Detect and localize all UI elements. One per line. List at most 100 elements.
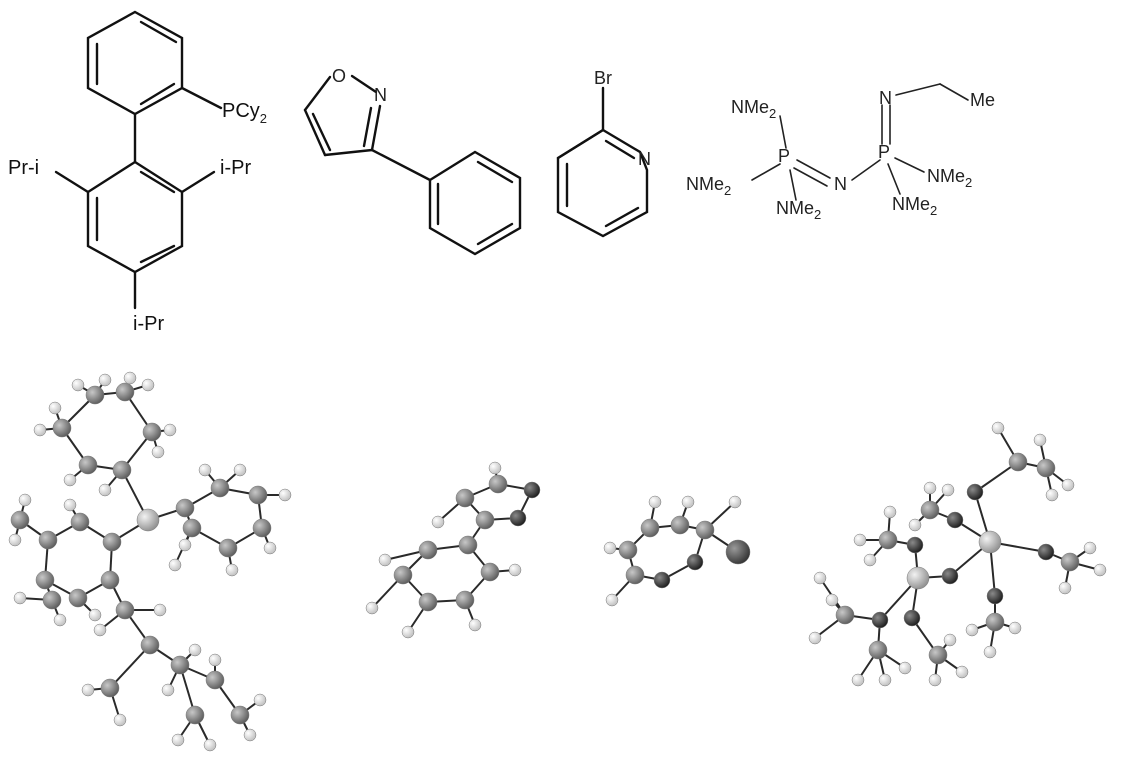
model-atom: [488, 474, 508, 494]
xphos-3d-model: [8, 371, 292, 752]
model-atom: [986, 587, 1004, 605]
phosphorus-left-label: P: [778, 146, 790, 166]
model-atom: [1093, 563, 1107, 577]
ipr-left-label: Pr-i: [8, 157, 39, 179]
pyridine-n-label: N: [638, 149, 651, 169]
model-atom: [1060, 552, 1080, 572]
model-atom: [883, 505, 897, 519]
model-atom: [488, 461, 502, 475]
bromine-label: Br: [594, 68, 612, 88]
model-atom: [142, 422, 162, 442]
nme2-bottom-right-label: NMe2: [892, 194, 937, 218]
nme2-left-label: NMe2: [686, 174, 731, 198]
model-atom: [871, 611, 889, 629]
model-atom: [853, 533, 867, 547]
model-atom: [878, 673, 892, 687]
model-atom: [728, 495, 742, 509]
model-atom: [1008, 621, 1022, 635]
model-atom: [985, 612, 1005, 632]
model-atom: [928, 673, 942, 687]
model-atom: [509, 509, 527, 527]
model-atom: [70, 512, 90, 532]
model-atom: [1045, 488, 1059, 502]
model-atom: [140, 635, 160, 655]
model-atom: [431, 515, 445, 529]
model-atom: [605, 593, 619, 607]
model-atom: [98, 373, 112, 387]
pcy2-label: PCy2: [222, 100, 267, 126]
model-atom: [263, 541, 277, 555]
model-atom: [868, 640, 888, 660]
model-atom: [983, 645, 997, 659]
model-atom: [640, 518, 660, 538]
model-atom: [648, 495, 662, 509]
model-atom: [458, 535, 478, 555]
model-atom: [53, 613, 67, 627]
ipr-bottom-label: i-Pr: [133, 313, 164, 335]
model-atom: [52, 418, 72, 438]
model-atom: [1008, 452, 1028, 472]
model-atom: [681, 495, 695, 509]
model-atom: [68, 588, 88, 608]
model-atom: [1083, 541, 1097, 555]
model-atom: [88, 608, 102, 622]
phosphazene-structure: NMe2 NMe2 NMe2 NMe2 NMe2 P P N N Me: [686, 83, 995, 222]
phenylisoxazole-3d-model: [365, 461, 541, 639]
model-atom: [243, 728, 257, 742]
model-atom: [225, 563, 239, 577]
model-atom: [653, 571, 671, 589]
model-atom: [418, 592, 438, 612]
phosphorus-right-label: P: [878, 142, 890, 162]
model-atom: [178, 538, 192, 552]
model-atom: [10, 510, 30, 530]
model-atom: [85, 385, 105, 405]
model-atom: [100, 678, 120, 698]
model-atom: [903, 609, 921, 627]
model-atom: [686, 553, 704, 571]
model-atom: [418, 540, 438, 560]
model-atom: [928, 645, 948, 665]
model-atom: [941, 567, 959, 585]
model-atom: [1033, 433, 1047, 447]
model-atom: [378, 553, 392, 567]
model-atom: [170, 655, 190, 675]
model-atom: [208, 653, 222, 667]
model-atom: [480, 562, 500, 582]
model-atom: [163, 423, 177, 437]
model-atom: [966, 483, 984, 501]
model-atom: [253, 693, 267, 707]
ball-and-stick-models: [8, 371, 1107, 752]
model-atom: [48, 401, 62, 415]
model-atom: [1061, 478, 1075, 492]
model-atom: [8, 533, 22, 547]
model-atom: [475, 510, 495, 530]
model-atom: [468, 618, 482, 632]
model-atom: [188, 643, 202, 657]
isoxazole-n-label: N: [374, 85, 387, 105]
model-atom: [136, 508, 160, 532]
model-atom: [141, 378, 155, 392]
model-atom: [603, 541, 617, 555]
model-atom: [63, 498, 77, 512]
model-atom: [205, 670, 225, 690]
model-atom: [1037, 543, 1055, 561]
model-atom: [523, 481, 541, 499]
model-atom: [171, 733, 185, 747]
model-atom: [218, 538, 238, 558]
model-atom: [920, 500, 940, 520]
model-atom: [153, 603, 167, 617]
nme2-top-label: NMe2: [731, 97, 776, 121]
model-atom: [941, 483, 955, 497]
nme2-right-label: NMe2: [927, 166, 972, 190]
model-atom: [185, 705, 205, 725]
model-atom: [978, 530, 1002, 554]
model-atom: [151, 445, 165, 459]
model-atom: [946, 511, 964, 529]
model-atom: [102, 532, 122, 552]
model-atom: [175, 498, 195, 518]
model-atom: [100, 570, 120, 590]
model-atom: [825, 593, 839, 607]
model-atom: [365, 601, 379, 615]
model-atom: [248, 485, 268, 505]
